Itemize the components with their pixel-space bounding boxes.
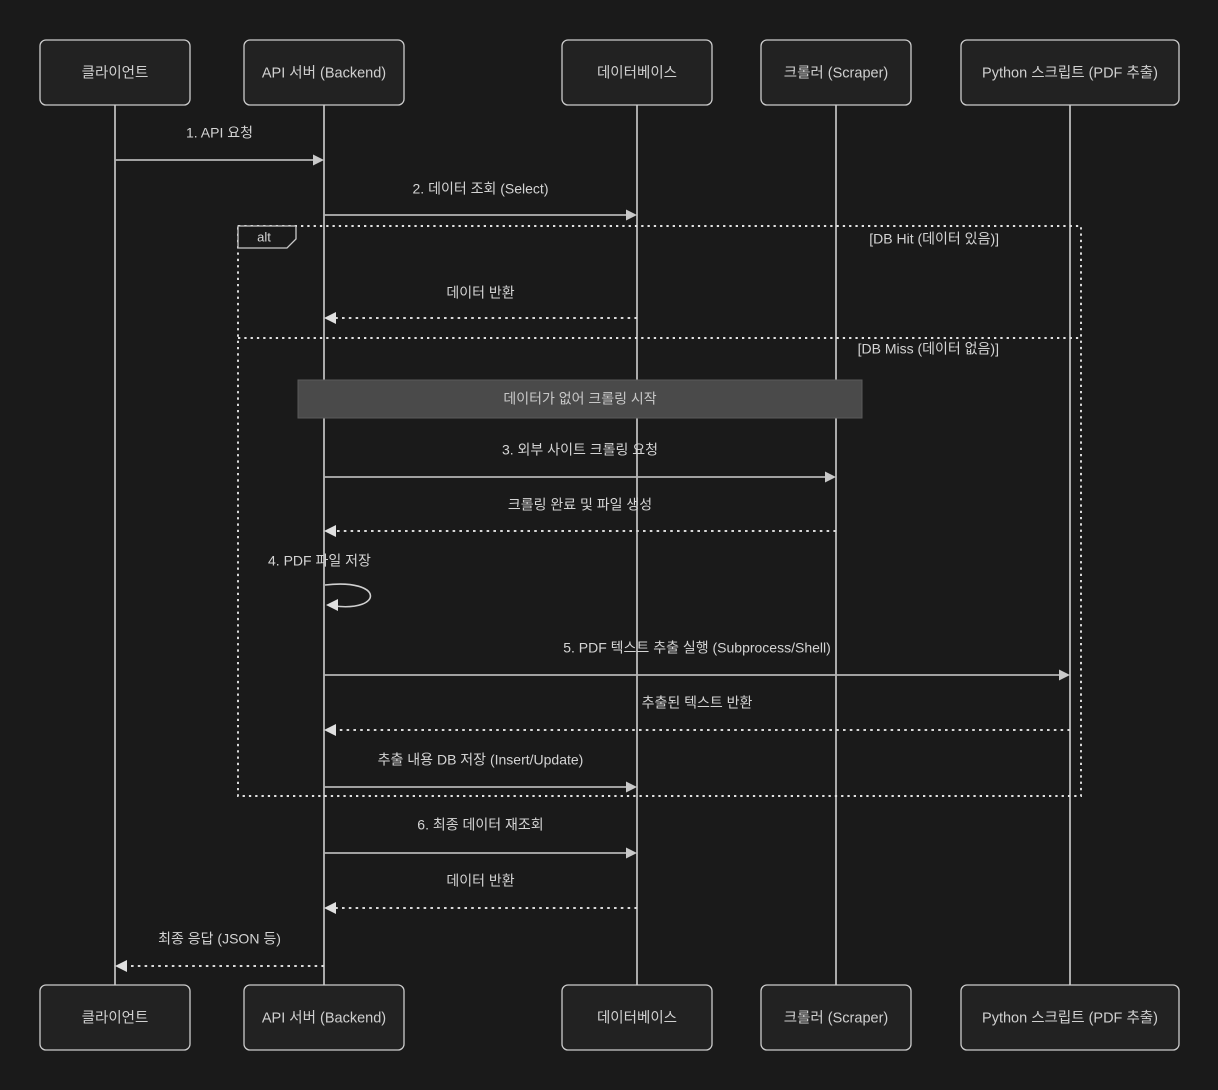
message-10: 6. 최종 데이터 재조회 bbox=[324, 817, 637, 859]
messages-group: 1. API 요청 2. 데이터 조회 (Select) 데이터 반환 3. 외부 사… bbox=[115, 125, 1070, 972]
participant-box[interactable] bbox=[39, 984, 191, 1051]
participant-db-bottom[interactable]: 데이터베이스 bbox=[561, 984, 713, 1051]
participant-label: 데이터베이스 bbox=[597, 64, 677, 81]
participant-api-top[interactable]: API 서버 (Backend) bbox=[243, 39, 405, 106]
participant-label: 클라이언트 bbox=[82, 64, 149, 81]
arrowhead bbox=[825, 471, 836, 483]
message-label: 추출 내용 DB 저장 (Insert/Update) bbox=[378, 752, 584, 768]
arrowhead bbox=[115, 960, 127, 972]
participant-label: API 서버 (Backend) bbox=[262, 64, 386, 81]
arrowhead bbox=[324, 312, 336, 324]
participant-box[interactable] bbox=[561, 39, 713, 106]
arrowhead bbox=[326, 599, 338, 611]
participant-client-bottom[interactable]: 클라이언트 bbox=[39, 984, 191, 1051]
message-label: 최종 응답 (JSON 등) bbox=[158, 931, 281, 947]
message-3: 데이터 반환 bbox=[324, 285, 637, 324]
message-label: 데이터 반환 bbox=[446, 873, 514, 889]
notes-group: 데이터가 없어 크롤링 시작 bbox=[297, 379, 863, 419]
alt-tab-label: alt bbox=[257, 229, 271, 244]
participant-label: API 서버 (Backend) bbox=[262, 1009, 386, 1026]
message-label: 데이터 반환 bbox=[446, 285, 514, 301]
participant-label: 크롤러 (Scraper) bbox=[784, 1009, 888, 1026]
message-8: 추출된 텍스트 반환 bbox=[324, 695, 1070, 736]
alt-fragment-group: alt [DB Hit (데이터 있음)] [DB Miss (데이터 없음)] bbox=[237, 225, 1082, 797]
participant-box[interactable] bbox=[561, 984, 713, 1051]
message-label: 1. API 요청 bbox=[186, 125, 253, 141]
participant-label: 데이터베이스 bbox=[597, 1009, 677, 1026]
participant-db-top[interactable]: 데이터베이스 bbox=[561, 39, 713, 106]
participant-box[interactable] bbox=[760, 984, 912, 1051]
arrowhead bbox=[1059, 669, 1070, 681]
participant-label: Python 스크립트 (PDF 추출) bbox=[982, 64, 1158, 81]
message-4: 3. 외부 사이트 크롤링 요청 bbox=[324, 442, 836, 483]
participant-python-bottom[interactable]: Python 스크립트 (PDF 추출) bbox=[960, 984, 1180, 1051]
arrowhead bbox=[626, 209, 637, 221]
message-label: 크롤링 완료 및 파일 생성 bbox=[508, 497, 652, 513]
message-11: 데이터 반환 bbox=[324, 873, 637, 914]
participant-client-top[interactable]: 클라이언트 bbox=[39, 39, 191, 106]
message-label: 4. PDF 파일 저장 bbox=[268, 553, 371, 569]
message-label: 2. 데이터 조회 (Select) bbox=[413, 181, 549, 197]
message-9: 추출 내용 DB 저장 (Insert/Update) bbox=[324, 752, 637, 793]
alt-condition-label-0: [DB Hit (데이터 있음)] bbox=[869, 231, 999, 247]
message-label: 추출된 텍스트 반환 bbox=[642, 695, 753, 711]
alt-tab bbox=[237, 225, 297, 249]
note-label: 데이터가 없어 크롤링 시작 bbox=[503, 391, 656, 407]
participant-label: 크롤러 (Scraper) bbox=[784, 64, 888, 81]
message-label: 3. 외부 사이트 크롤링 요청 bbox=[502, 442, 658, 458]
message-1: 1. API 요청 bbox=[115, 125, 324, 166]
participant-box[interactable] bbox=[760, 39, 912, 106]
arrowhead bbox=[324, 724, 336, 736]
arrowhead bbox=[626, 781, 637, 793]
message-7: 5. PDF 텍스트 추출 실행 (Subprocess/Shell) bbox=[324, 640, 1070, 681]
participant-label: Python 스크립트 (PDF 추출) bbox=[982, 1009, 1158, 1026]
participant-box[interactable] bbox=[243, 984, 405, 1051]
note-1: 데이터가 없어 크롤링 시작 bbox=[297, 379, 863, 419]
message-label: 6. 최종 데이터 재조회 bbox=[417, 817, 543, 833]
participant-box[interactable] bbox=[960, 984, 1180, 1051]
note-box bbox=[297, 379, 863, 419]
participant-api-bottom[interactable]: API 서버 (Backend) bbox=[243, 984, 405, 1051]
arrowhead bbox=[313, 154, 324, 166]
participant-crawler-bottom[interactable]: 크롤러 (Scraper) bbox=[760, 984, 912, 1051]
message-label: 5. PDF 텍스트 추출 실행 (Subprocess/Shell) bbox=[563, 640, 831, 656]
arrowhead bbox=[324, 902, 336, 914]
message-2: 2. 데이터 조회 (Select) bbox=[324, 181, 637, 221]
message-12: 최종 응답 (JSON 등) bbox=[115, 931, 324, 972]
message-5: 크롤링 완료 및 파일 생성 bbox=[324, 497, 836, 537]
alt-fragment-frame bbox=[237, 225, 1082, 797]
participant-box[interactable] bbox=[39, 39, 191, 106]
participant-python-top[interactable]: Python 스크립트 (PDF 추출) bbox=[960, 39, 1180, 106]
message-6: 4. PDF 파일 저장 bbox=[268, 553, 372, 611]
participant-box[interactable] bbox=[960, 39, 1180, 106]
lifelines-group bbox=[114, 105, 1071, 985]
participant-box[interactable] bbox=[243, 39, 405, 106]
arrowhead bbox=[324, 525, 336, 537]
arrowhead bbox=[626, 847, 637, 859]
self-message-loop bbox=[324, 583, 372, 608]
participant-crawler-top[interactable]: 크롤러 (Scraper) bbox=[760, 39, 912, 106]
participant-label: 클라이언트 bbox=[82, 1009, 149, 1026]
alt-condition-label-1: [DB Miss (데이터 없음)] bbox=[858, 341, 999, 357]
